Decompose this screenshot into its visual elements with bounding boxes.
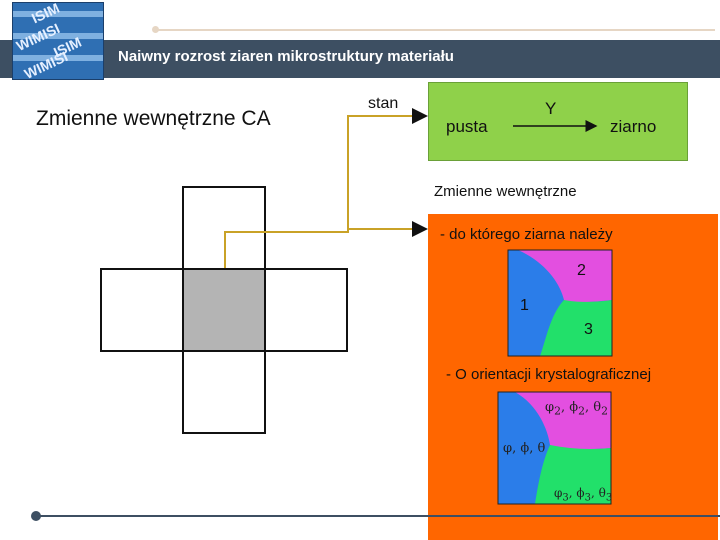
orientation-region-2 [498, 392, 611, 450]
orientation-line: - O orientacji krystalograficznej [446, 366, 652, 383]
orientation-region-3 [535, 445, 611, 504]
grain-membership-line: - do którego ziarna należy [440, 226, 613, 243]
state-grain-label: ziarno [610, 117, 657, 136]
grain-map-ids [507, 249, 613, 357]
slide-title: Naiwny rozrost ziaren mikrostruktury mat… [118, 48, 454, 65]
logo-stripe [13, 11, 103, 17]
orientation-label-grain-3: φ3, ϕ3, θ3 [554, 486, 613, 504]
isim-logo: ISIM WIMISI ISIM WIMISI [12, 2, 104, 80]
orientation-label-grain-1: φ, ϕ, θ [503, 441, 546, 456]
transition-label: Y [545, 99, 557, 118]
state-label: stan [368, 95, 399, 112]
grain-number-1: 1 [520, 297, 529, 314]
grain-map-orientation [497, 391, 612, 505]
state-empty-label: pusta [446, 117, 488, 136]
footer-dot [31, 511, 41, 521]
grain-map-border [507, 249, 613, 357]
internal-vars-label: Zmienne wewnętrzne [434, 183, 577, 200]
grain-region-2 [508, 250, 612, 303]
decorative-line [155, 29, 715, 31]
grain-region-3 [540, 300, 612, 356]
grain-number-3: 3 [584, 321, 593, 338]
state-connector-arrow [224, 108, 428, 268]
neighbor-cell-bottom [182, 350, 266, 434]
logo-stripe [13, 55, 103, 61]
neighbor-cell-right [264, 268, 348, 352]
orientation-label-grain-2: φ2, ϕ2, θ2 [545, 400, 609, 418]
logo-stripe [13, 33, 103, 39]
central-cell [182, 268, 266, 352]
state-box [428, 82, 688, 161]
left-heading: Zmienne wewnętrzne CA [36, 107, 271, 130]
orientation-map-border [497, 391, 612, 505]
footer-line [36, 515, 720, 517]
grain-number-2: 2 [577, 262, 586, 279]
title-band [0, 40, 720, 78]
